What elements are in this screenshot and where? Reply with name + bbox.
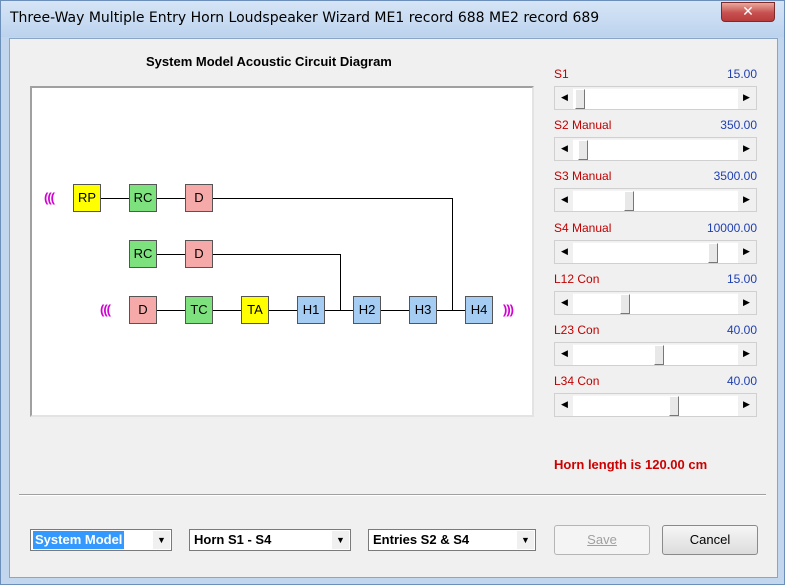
param-value: 40.00 [726,323,757,337]
close-button[interactable]: ✕ [721,2,775,22]
wire-row2 [156,254,341,255]
param-value: 3500.00 [713,169,757,183]
scroll-track[interactable] [573,344,738,365]
scroll-track-fill [573,89,738,109]
param-scrollbar[interactable]: ◀▶ [554,393,757,417]
separator [19,494,766,496]
block-ta: TA [241,296,269,324]
sound-wave-left-icon: ((( [100,302,111,317]
block-h4: H4 [465,296,493,324]
window-title: Three-Way Multiple Entry Horn Loudspeake… [10,10,600,26]
param-value: 15.00 [726,67,757,81]
scroll-track[interactable] [573,88,738,109]
scroll-right-icon[interactable]: ▶ [738,293,755,313]
scroll-thumb[interactable] [624,191,634,211]
scroll-thumb[interactable] [620,294,630,314]
scroll-track[interactable] [573,293,738,314]
block-rp: RP [73,184,101,212]
param-scrollbar[interactable]: ◀▶ [554,291,757,315]
block-h1: H1 [297,296,325,324]
horn-select[interactable]: Horn S1 - S4 ▼ [189,529,351,551]
scroll-right-icon[interactable]: ▶ [738,242,755,262]
block-rc: RC [129,240,157,268]
horn-select-value: Horn S1 - S4 [194,532,272,547]
close-icon: ✕ [742,4,754,20]
scroll-thumb[interactable] [575,89,585,109]
scroll-track[interactable] [573,395,738,416]
param-label: S4 Manual [554,221,612,235]
param-scrollbar[interactable]: ◀▶ [554,240,757,264]
scroll-left-icon[interactable]: ◀ [556,293,573,313]
scroll-track-fill [573,243,738,263]
param-scrollbar[interactable]: ◀▶ [554,86,757,110]
param-value: 10000.00 [706,221,757,235]
model-select-value: System Model [33,531,125,549]
horn-length-text: Horn length is 120.00 cm [554,457,708,472]
scroll-right-icon[interactable]: ▶ [738,190,755,210]
block-d: D [185,184,213,212]
param-value: 15.00 [726,272,757,286]
scroll-track-fill [573,191,738,211]
scroll-left-icon[interactable]: ◀ [556,242,573,262]
scroll-left-icon[interactable]: ◀ [556,395,573,415]
scroll-right-icon[interactable]: ▶ [738,88,755,108]
scroll-right-icon[interactable]: ▶ [738,139,755,159]
sound-wave-right-icon: ))) [503,302,514,317]
save-button[interactable]: Save [554,525,650,555]
param-scrollbar[interactable]: ◀▶ [554,137,757,161]
model-select[interactable]: System Model ▼ [30,529,172,551]
title-bar[interactable]: Three-Way Multiple Entry Horn Loudspeake… [1,1,784,37]
chevron-down-icon[interactable]: ▼ [517,531,534,549]
param-label: L34 Con [554,374,600,388]
scroll-thumb[interactable] [654,345,664,365]
sound-wave-left-icon: ((( [44,190,55,205]
scroll-left-icon[interactable]: ◀ [556,344,573,364]
wire-row1 [100,198,453,199]
param-label: L12 Con [554,272,600,286]
diagram-title: System Model Acoustic Circuit Diagram [146,54,392,69]
param-label: S1 [554,67,569,81]
scroll-right-icon[interactable]: ▶ [738,395,755,415]
scroll-thumb[interactable] [708,243,718,263]
entries-select-value: Entries S2 & S4 [373,532,470,547]
block-rc: RC [129,184,157,212]
scroll-thumb[interactable] [578,140,588,160]
chevron-down-icon[interactable]: ▼ [153,531,170,549]
param-value: 40.00 [726,374,757,388]
param-scrollbar[interactable]: ◀▶ [554,342,757,366]
circuit-diagram: ((( RP RC D RC D ((( D TC TA H1 H2 H3 H4… [30,86,534,417]
wire-row2-drop [340,254,341,310]
scroll-left-icon[interactable]: ◀ [556,139,573,159]
scroll-track-fill [573,140,738,160]
scroll-track-fill [573,396,738,416]
param-value: 350.00 [720,118,757,132]
block-d: D [129,296,157,324]
param-scrollbar[interactable]: ◀▶ [554,188,757,212]
block-h3: H3 [409,296,437,324]
param-label: S3 Manual [554,169,612,183]
scroll-track[interactable] [573,190,738,211]
entries-select[interactable]: Entries S2 & S4 ▼ [368,529,536,551]
chevron-down-icon[interactable]: ▼ [332,531,349,549]
scroll-track[interactable] [573,242,738,263]
scroll-thumb[interactable] [669,396,679,416]
wire-row1-drop [452,198,453,310]
block-tc: TC [185,296,213,324]
param-label: L23 Con [554,323,600,337]
param-label: S2 Manual [554,118,612,132]
cancel-button[interactable]: Cancel [662,525,758,555]
scroll-right-icon[interactable]: ▶ [738,344,755,364]
scroll-left-icon[interactable]: ◀ [556,88,573,108]
block-h2: H2 [353,296,381,324]
block-d: D [185,240,213,268]
scroll-track-fill [573,294,738,314]
scroll-track[interactable] [573,139,738,160]
scroll-left-icon[interactable]: ◀ [556,190,573,210]
